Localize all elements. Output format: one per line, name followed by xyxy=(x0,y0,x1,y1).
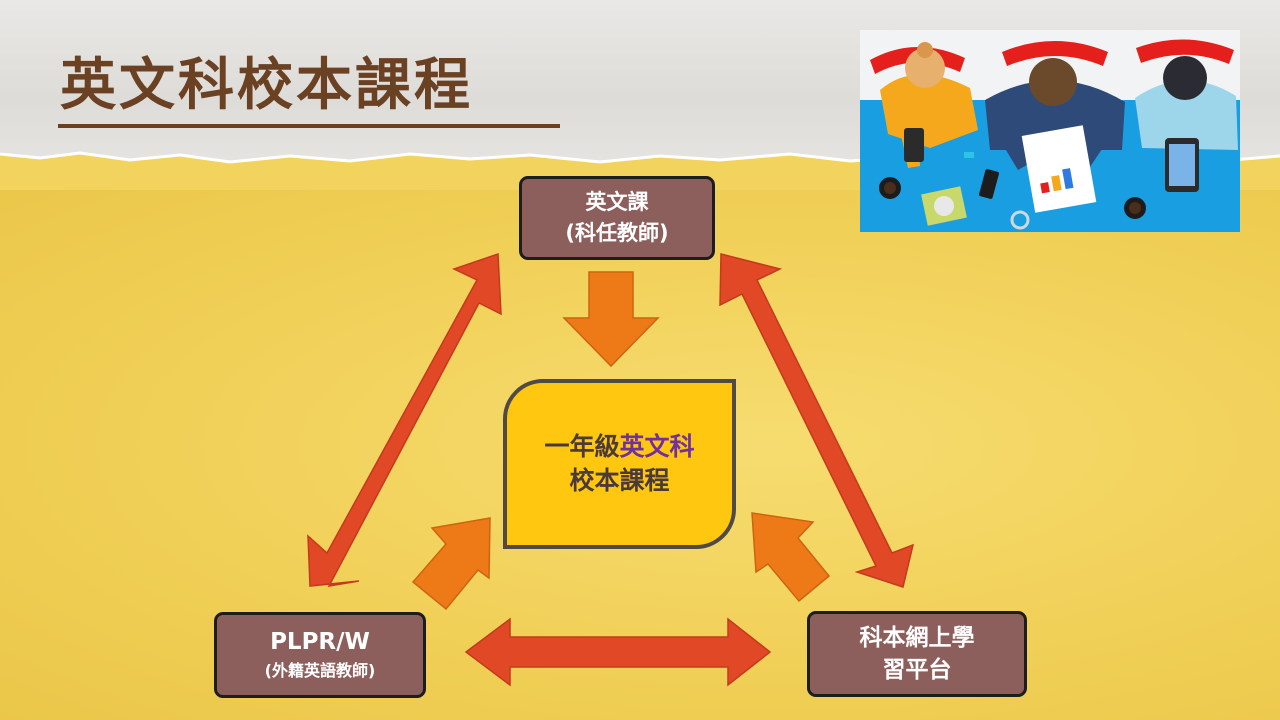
arrow-up-right-into-center xyxy=(411,517,491,611)
arrow-top-right-double xyxy=(719,253,915,588)
box-top-line1: 英文課 xyxy=(585,190,649,214)
center-line2: 校本課程 xyxy=(569,466,670,495)
center-line1-highlight: 英文科 xyxy=(619,432,695,461)
center-line1: 一年級英文科 xyxy=(544,430,694,464)
people-working-at-desk-illustration xyxy=(860,30,1240,232)
box-right-line1: 科本網上學 xyxy=(859,625,975,651)
box-english-lesson-teacher: 英文課 (科任教師) xyxy=(519,176,715,260)
title-underline xyxy=(58,124,560,128)
box-left-line1: PLPR/W xyxy=(270,629,370,655)
box-right-line2: 習平台 xyxy=(882,657,952,683)
arrow-up-left-into-center xyxy=(751,512,831,603)
box-online-learning-platform: 科本網上學 習平台 xyxy=(807,611,1027,697)
page-title: 英文科校本課程 xyxy=(60,53,473,118)
center-line1-plain: 一年級 xyxy=(544,432,620,461)
box-left-line2: (外籍英語教師) xyxy=(264,661,376,680)
arrow-bottom-double xyxy=(464,617,772,687)
arrow-top-left-double xyxy=(307,252,502,587)
arrow-down-into-center xyxy=(562,271,660,368)
box-top-line2: (科任教師) xyxy=(565,221,669,245)
box-plpr-native-teacher: PLPR/W (外籍英語教師) xyxy=(214,612,426,698)
center-school-based-curriculum: 一年級英文科 校本課程 xyxy=(503,379,736,549)
